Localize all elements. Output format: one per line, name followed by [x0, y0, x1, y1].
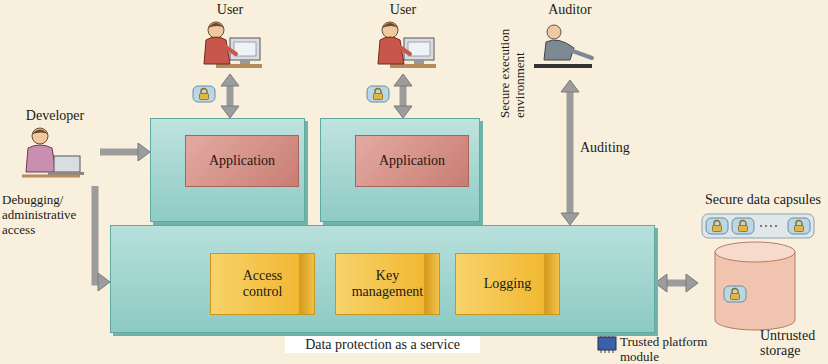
user-figure: User — [185, 2, 275, 74]
node-text: Key management — [350, 268, 426, 300]
service-module: Access control — [210, 253, 315, 315]
node-text: Logging — [484, 276, 531, 292]
connector-arrow — [221, 74, 239, 118]
node-text: Application — [185, 135, 299, 187]
edge-label: Auditing — [578, 140, 652, 155]
auditor-figure: Auditor — [525, 2, 615, 80]
connector-arrow — [394, 74, 412, 118]
connector-arrow — [655, 274, 698, 292]
node-text: Access control — [225, 268, 301, 300]
node-text: Application — [355, 135, 469, 187]
service-module: Logging — [455, 253, 560, 315]
developer-figure: Developer — [10, 108, 100, 186]
node-text: Secure data capsules — [698, 192, 828, 208]
node-text: Untrusted storage — [760, 328, 826, 358]
node-text: Data protection as a service — [110, 337, 655, 353]
storage-node: Secure data capsulesUntrusted storage — [698, 190, 828, 364]
service-band: Data protection as a service Access contr… — [110, 225, 655, 362]
connector-arrow — [95, 186, 110, 291]
node-text: Auditor — [525, 2, 615, 18]
node-text: Developer — [10, 108, 100, 124]
node-text: User — [185, 2, 275, 18]
caption-patch: Data protection as a service — [285, 336, 480, 353]
edge-label: Debugging/ administrative access — [2, 192, 88, 237]
environment-label: Secure execution environment — [497, 12, 527, 118]
node-text: User — [358, 2, 448, 18]
chip-label: Trusted platform module — [620, 334, 720, 364]
service-module: Key management — [335, 253, 440, 315]
user-figure: User — [358, 2, 448, 74]
application-box: Application — [320, 118, 480, 222]
connector-arrow — [100, 143, 150, 161]
application-box: Application — [150, 118, 305, 222]
connector-arrow — [561, 80, 579, 225]
